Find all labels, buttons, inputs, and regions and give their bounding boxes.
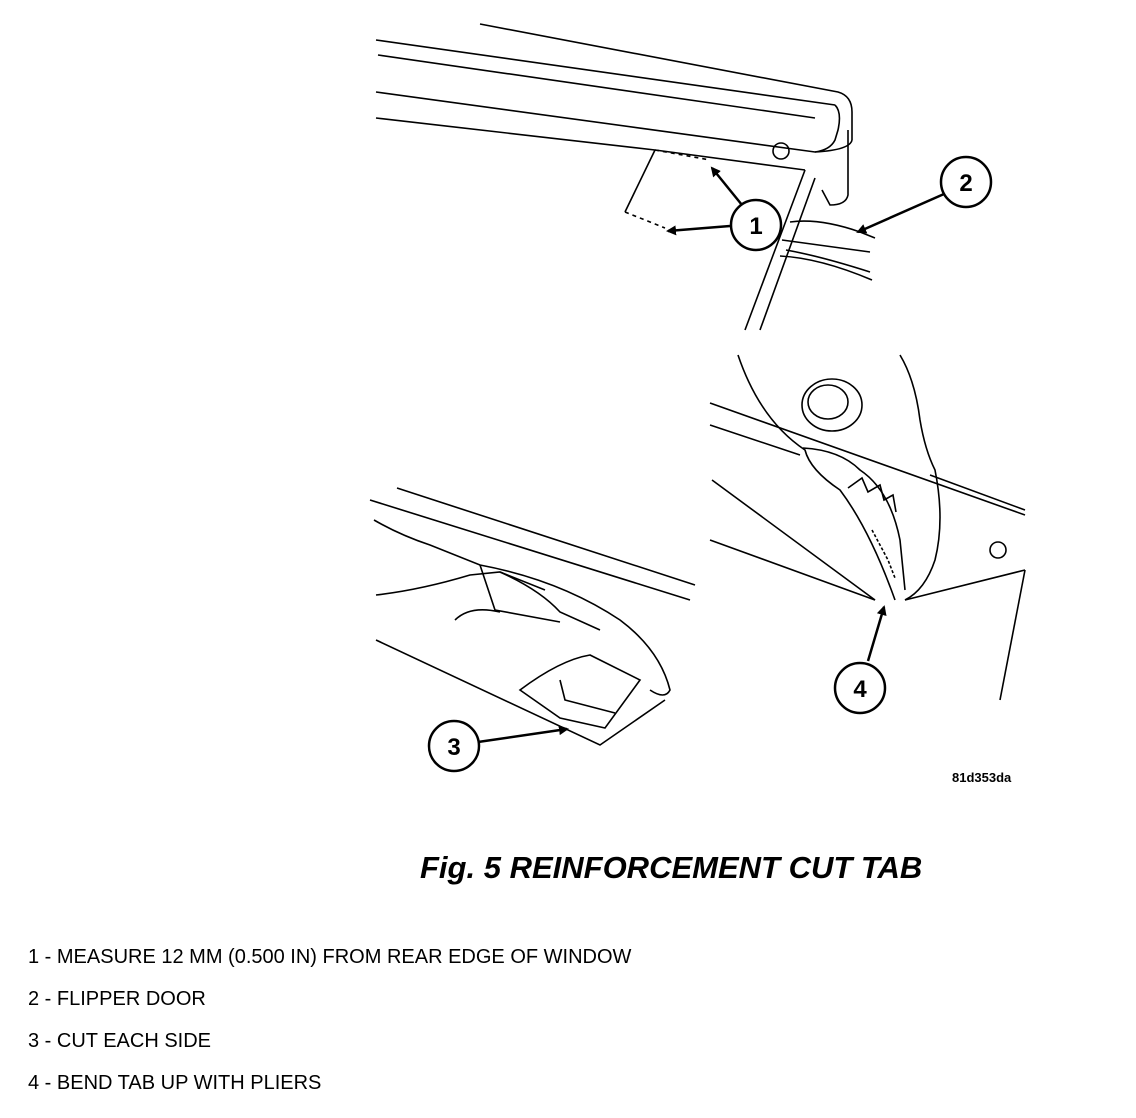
window-reinforcement-view (375, 23, 876, 331)
cut-tab-view (369, 487, 696, 746)
legend-item: 2 - FLIPPER DOOR (28, 988, 206, 1010)
callout-leaders (477, 166, 945, 744)
svg-text:4: 4 (853, 676, 867, 703)
svg-text:1: 1 (749, 213, 762, 240)
figure-caption: Fig. 5 REINFORCEMENT CUT TAB (420, 850, 923, 885)
legend-item: 1 - MEASURE 12 MM (0.500 IN) FROM REAR E… (28, 946, 632, 968)
figure-code: 81d353da (952, 770, 1012, 785)
svg-text:3: 3 (447, 734, 460, 761)
legend-item: 3 - CUT EACH SIDE (28, 1030, 211, 1052)
callout-3: 3 (427, 719, 481, 773)
svg-text:2: 2 (959, 170, 972, 197)
callout-2: 2 (939, 155, 993, 209)
callout-4: 4 (833, 661, 887, 715)
callout-legend: 1 - MEASURE 12 MM (0.500 IN) FROM REAR E… (28, 944, 631, 1112)
pliers-bend-view (709, 354, 1026, 701)
callout-1: 1 (729, 198, 783, 252)
legend-item: 4 - BEND TAB UP WITH PLIERS (28, 1072, 322, 1094)
